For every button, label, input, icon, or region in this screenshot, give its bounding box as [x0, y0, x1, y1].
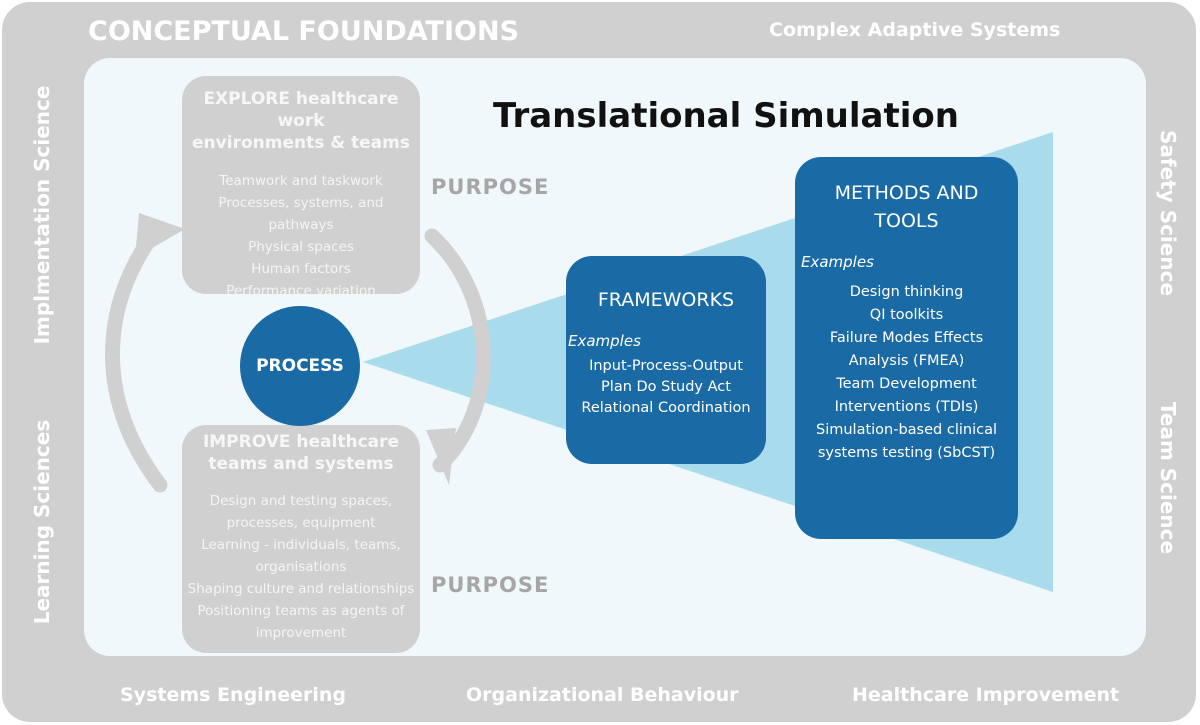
explore-item: Performance variation — [226, 283, 376, 299]
methods-box: METHODS AND TOOLS Examples Design thinki… — [795, 157, 1018, 539]
improve-item: Learning - individuals, teams, — [201, 537, 401, 553]
cycle-arrow-left — [105, 224, 168, 493]
frameworks-item: Input-Process-Output — [589, 358, 743, 374]
frameworks-list: Input-Process-Output Plan Do Study Act R… — [566, 356, 766, 419]
methods-item: systems testing (SbCST) — [817, 445, 996, 461]
explore-item: Processes, systems, and — [218, 195, 384, 211]
improve-item: Positioning teams as agents of — [197, 603, 405, 619]
methods-item: Interventions (TDIs) — [834, 399, 979, 415]
main-title: Translational Simulation — [493, 96, 959, 136]
label-healthcare-improvement: Healthcare Improvement — [852, 684, 1120, 706]
methods-examples-label: Examples — [801, 253, 874, 271]
frameworks-box: FRAMEWORKS Examples Input-Process-Output… — [566, 256, 766, 464]
conceptual-foundations-title: CONCEPTUAL FOUNDATIONS — [88, 16, 520, 47]
explore-list: Teamwork and taskwork Processes, systems… — [182, 170, 420, 302]
cycle-arrowhead-right — [426, 428, 456, 485]
methods-title-line2: TOOLS — [874, 210, 939, 232]
improve-heading-line2: teams and systems — [208, 454, 394, 474]
frameworks-examples-label: Examples — [568, 332, 641, 350]
process-label: PROCESS — [256, 356, 344, 376]
explore-item: Human factors — [251, 261, 351, 277]
explore-item: pathways — [268, 217, 334, 233]
improve-item: Design and testing spaces, — [209, 493, 393, 509]
methods-item: Failure Modes Effects — [829, 330, 984, 346]
cycle-arrowhead-left — [135, 213, 185, 258]
methods-item: Design thinking — [849, 284, 964, 300]
explore-box: EXPLORE healthcare work environments & t… — [182, 76, 420, 299]
frameworks-title: FRAMEWORKS — [597, 289, 735, 311]
label-organizational-behaviour: Organizational Behaviour — [466, 684, 739, 706]
cycle-arrow-right — [424, 228, 491, 473]
improve-heading-line1: IMPROVE healthcare — [202, 432, 400, 452]
improve-item: improvement — [255, 625, 347, 641]
methods-item: QI toolkits — [869, 307, 944, 323]
process-circle: PROCESS — [240, 306, 360, 426]
explore-item: Teamwork and taskwork — [219, 173, 383, 189]
frameworks-item: Relational Coordination — [581, 400, 751, 416]
improve-item: organisations — [255, 559, 347, 575]
explore-heading-line1: EXPLORE healthcare work — [203, 89, 399, 131]
methods-title-line1: METHODS AND — [834, 182, 979, 204]
methods-item: Team Development — [836, 376, 977, 392]
improve-item: processes, equipment — [226, 515, 376, 531]
methods-list: Design thinking QI toolkits Failure Mode… — [795, 281, 1018, 465]
improve-item: Shaping culture and relationships — [187, 581, 415, 597]
improve-list: Design and testing spaces, processes, eq… — [182, 490, 420, 644]
frameworks-item: Plan Do Study Act — [601, 379, 731, 395]
purpose-label-top: PURPOSE — [431, 175, 550, 199]
purpose-label-bottom: PURPOSE — [431, 573, 550, 597]
improve-box: IMPROVE healthcare teams and systems Des… — [182, 425, 420, 653]
explore-item: Physical spaces — [248, 239, 354, 255]
label-complex-adaptive-systems: Complex Adaptive Systems — [769, 19, 1061, 41]
explore-heading-line2: environments & teams — [192, 133, 410, 153]
methods-item: Simulation-based clinical — [816, 422, 997, 438]
label-systems-engineering: Systems Engineering — [120, 684, 346, 706]
methods-item: Analysis (FMEA) — [848, 353, 965, 369]
